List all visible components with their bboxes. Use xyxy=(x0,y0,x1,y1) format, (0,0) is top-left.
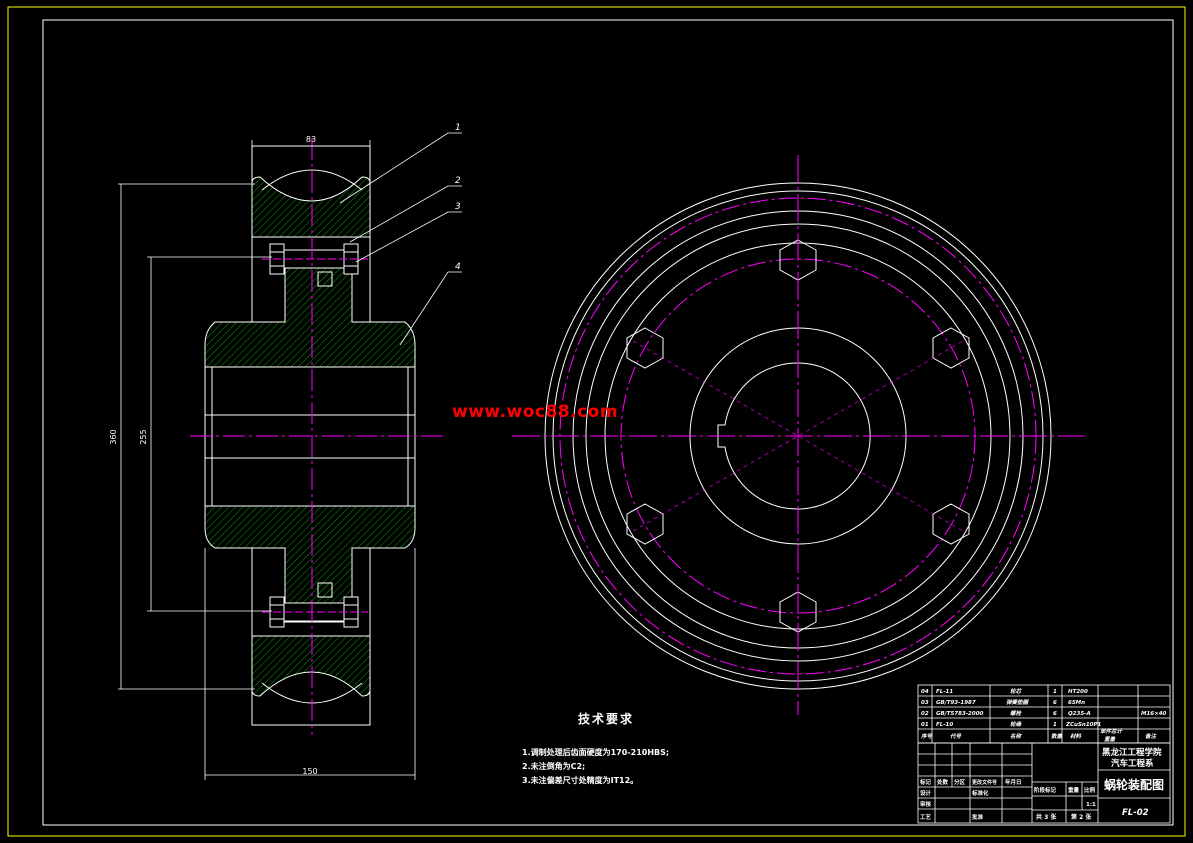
dim-bolt-height: 255 xyxy=(139,429,148,444)
dim-outer-height: 360 xyxy=(109,429,118,444)
svg-text:65Mn: 65Mn xyxy=(1068,700,1085,706)
svg-text:02: 02 xyxy=(921,711,929,717)
svg-text:1: 1 xyxy=(1053,689,1057,695)
dimension-lines xyxy=(118,140,416,780)
svg-text:重量: 重量 xyxy=(1068,786,1080,794)
svg-text:序号: 序号 xyxy=(920,733,933,740)
leader-lines xyxy=(339,132,462,346)
section-view: 83 360 255 150 1 2 3 4 xyxy=(109,123,462,780)
technical-requirements-title: 技术要求 xyxy=(578,712,635,726)
svg-text:03: 03 xyxy=(921,700,929,706)
svg-text:黑龙江工程学院: 黑龙江工程学院 xyxy=(1102,747,1162,758)
svg-text:M16×40: M16×40 xyxy=(1141,711,1167,717)
svg-text:材料: 材料 xyxy=(1070,733,1082,740)
svg-text:名称: 名称 xyxy=(1010,733,1023,740)
svg-text:更改文件号: 更改文件号 xyxy=(972,779,997,786)
svg-text:年月日: 年月日 xyxy=(1005,778,1022,786)
svg-text:设计: 设计 xyxy=(920,789,932,797)
bom-text: 04 FL-11 轮芯 1 HT200 03 GB/T93-1987 弹簧垫圈 … xyxy=(920,688,1167,743)
svg-text:重量: 重量 xyxy=(1104,736,1117,743)
svg-text:GB/T93-1987: GB/T93-1987 xyxy=(936,700,976,706)
svg-text:第 2 张: 第 2 张 xyxy=(1070,813,1092,821)
svg-text:FL-02: FL-02 xyxy=(1122,808,1149,818)
svg-text:HT200: HT200 xyxy=(1068,689,1088,695)
front-view xyxy=(512,155,1085,715)
svg-text:共 3 张: 共 3 张 xyxy=(1036,813,1057,821)
svg-text:标准化: 标准化 xyxy=(971,789,989,797)
title-block xyxy=(917,742,1171,824)
svg-text:轮芯: 轮芯 xyxy=(1010,688,1023,695)
rim-lower-section xyxy=(251,635,371,697)
outer-frame xyxy=(7,6,1186,837)
svg-text:01: 01 xyxy=(921,722,929,728)
svg-text:FL-10: FL-10 xyxy=(936,722,953,728)
title-block-text: 标记 处数 分区 更改文件号 年月日 设计 标准化 审核 工艺 批准 阶段标记 … xyxy=(919,747,1164,821)
requirement-item: 2.未注倒角为C2; xyxy=(522,762,586,771)
svg-text:6: 6 xyxy=(1053,700,1057,706)
svg-text:代号: 代号 xyxy=(950,733,962,740)
technical-requirements-list: 1.调制处理后齿面硬度为170-210HBS; 2.未注倒角为C2; 3.未注偏… xyxy=(522,746,669,788)
balloon-2: 2 xyxy=(455,176,461,186)
svg-text:04: 04 xyxy=(921,689,929,695)
svg-text:ZCuSn10P1: ZCuSn10P1 xyxy=(1065,722,1102,728)
svg-text:GB/T5783-2000: GB/T5783-2000 xyxy=(936,711,984,717)
svg-text:批准: 批准 xyxy=(972,813,984,821)
svg-text:蜗轮装配图: 蜗轮装配图 xyxy=(1104,777,1164,792)
svg-text:汽车工程系: 汽车工程系 xyxy=(1111,758,1154,769)
svg-text:阶段标记: 阶段标记 xyxy=(1034,786,1057,794)
svg-text:备注: 备注 xyxy=(1145,733,1158,740)
dim-bottom-width: 150 xyxy=(302,767,317,776)
svg-text:分区: 分区 xyxy=(954,778,966,786)
rim-upper-section xyxy=(251,176,371,238)
inner-frame xyxy=(42,19,1174,826)
svg-text:轮缘: 轮缘 xyxy=(1010,721,1023,728)
svg-text:标记: 标记 xyxy=(919,778,932,786)
svg-text:1:1: 1:1 xyxy=(1086,802,1096,808)
requirement-item: 1.调制处理后齿面硬度为170-210HBS; xyxy=(522,748,670,757)
svg-text:数量: 数量 xyxy=(1051,733,1064,740)
balloon-1: 1 xyxy=(455,123,461,133)
svg-text:6: 6 xyxy=(1053,711,1057,717)
hub-upper-section xyxy=(204,249,416,368)
balloon-3: 3 xyxy=(455,202,461,212)
svg-text:Q235-A: Q235-A xyxy=(1068,711,1091,717)
svg-text:单件总计: 单件总计 xyxy=(1100,728,1124,735)
svg-text:螺栓: 螺栓 xyxy=(1010,710,1023,717)
svg-text:工艺: 工艺 xyxy=(920,813,932,821)
bore-with-keyway xyxy=(717,362,871,510)
svg-text:审核: 审核 xyxy=(920,800,932,808)
svg-text:弹簧垫圈: 弹簧垫圈 xyxy=(1006,699,1030,706)
balloon-4: 4 xyxy=(455,262,461,272)
svg-text:1: 1 xyxy=(1053,722,1057,728)
watermark: www.woc88.com xyxy=(452,402,619,422)
svg-text:处数: 处数 xyxy=(936,778,949,786)
svg-text:FL-11: FL-11 xyxy=(936,689,953,695)
requirement-item: 3.未注偏差尺寸处精度为IT12。 xyxy=(522,776,639,785)
svg-text:比例: 比例 xyxy=(1084,786,1096,794)
dim-top-width: 83 xyxy=(306,135,316,144)
